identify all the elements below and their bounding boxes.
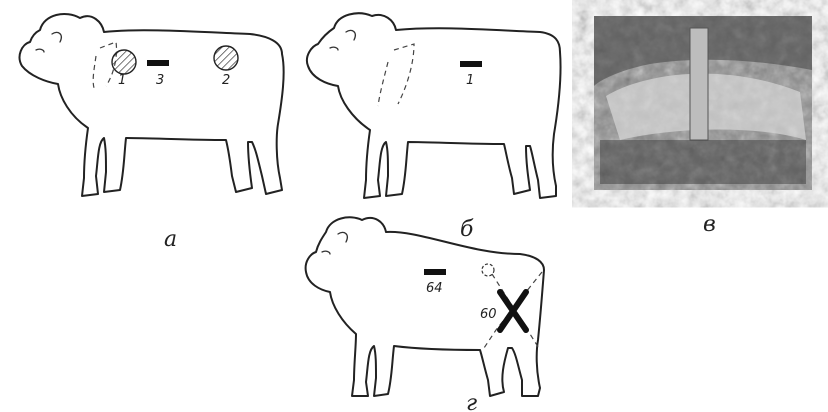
label-2: 2 xyxy=(222,73,230,88)
sheep-b-ear xyxy=(346,30,355,40)
spot-1-hatched xyxy=(112,50,136,74)
caption-v: в xyxy=(703,212,716,237)
sheep-a-ear xyxy=(52,32,61,42)
sheep-g-eye xyxy=(322,251,330,254)
cross-mark xyxy=(500,292,526,330)
sheep-b-outline xyxy=(307,13,561,198)
sheep-b-eye xyxy=(330,47,338,50)
photo-base xyxy=(600,140,806,184)
sheep-a-outline xyxy=(20,14,284,196)
bar-1 xyxy=(460,61,482,67)
photo-ruler xyxy=(690,28,708,140)
spot-2-hatched xyxy=(214,46,238,70)
label-1-b: 1 xyxy=(466,73,474,88)
sheep-a-eye xyxy=(36,49,44,52)
caption-g: г xyxy=(466,391,477,412)
label-1: 1 xyxy=(118,73,126,88)
caption-a: а xyxy=(164,227,177,252)
panel-a-sheep: 1 3 2 xyxy=(20,14,284,196)
panel-b-sheep: 1 xyxy=(307,13,561,198)
caption-b: б xyxy=(460,217,474,242)
panel-g-sheep: 64 60 xyxy=(306,217,544,396)
panel-v-photo xyxy=(594,16,812,190)
sheep-b-shoulder-dashed xyxy=(378,44,414,106)
sheep-g-ear xyxy=(338,232,347,242)
bar-64 xyxy=(424,269,446,275)
bar-3 xyxy=(147,60,169,66)
label-3: 3 xyxy=(156,73,164,88)
label-60: 60 xyxy=(480,307,497,322)
label-64: 64 xyxy=(426,281,443,296)
